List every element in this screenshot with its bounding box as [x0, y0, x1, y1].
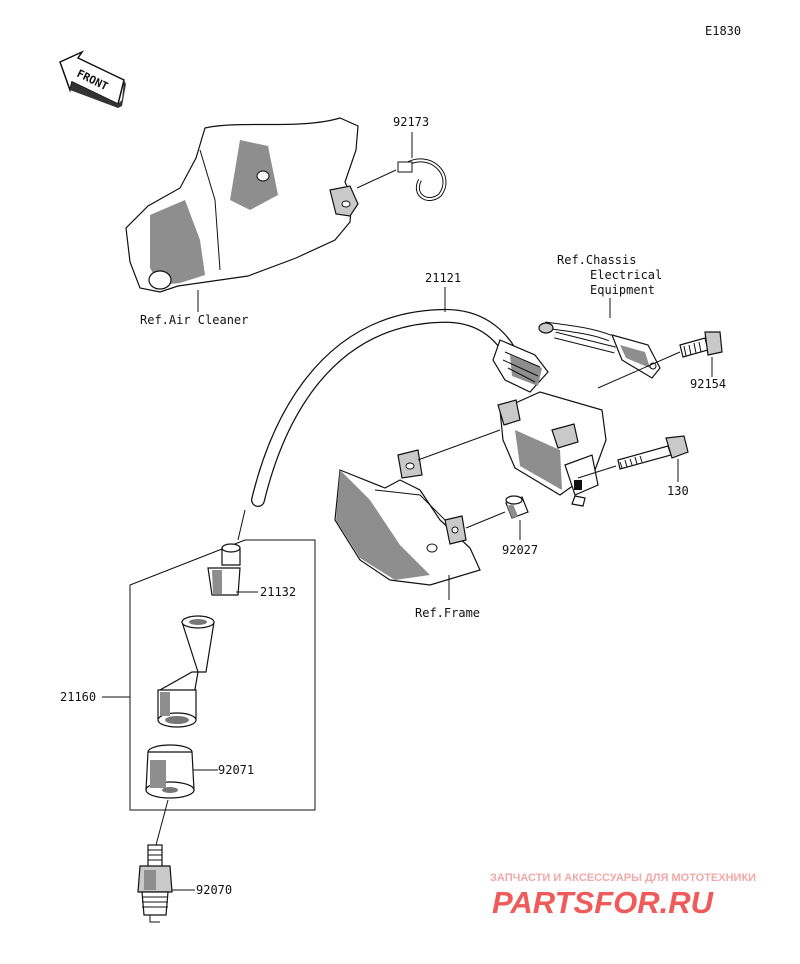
part-label-130: 130: [667, 484, 689, 498]
air-cleaner-part: [125, 117, 359, 293]
leader-plug: [155, 799, 169, 846]
ref-chassis-line3: Equipment: [590, 283, 655, 297]
spark-plug-part: [137, 844, 173, 923]
ignition-coil-part: [492, 339, 607, 507]
leader-frame-lower: [465, 511, 506, 529]
watermark-brand: PARTSFOR.RU: [492, 885, 715, 920]
bolt-130-part: [617, 435, 689, 470]
ref-air-cleaner: Ref.Air Cleaner: [140, 313, 248, 327]
plug-cap-part: [157, 615, 215, 728]
leader-bolt-long: [577, 465, 617, 479]
watermark-tagline: ЗАПЧАСТИ И АКСЕССУАРЫ ДЛЯ МОТОТЕХНИКИ: [490, 872, 756, 884]
front-arrow-icon: FRONT: [59, 50, 126, 108]
part-label-92070: 92070: [196, 883, 232, 897]
part-label-21160: 21160: [60, 690, 96, 704]
part-label-92027: 92027: [502, 543, 538, 557]
leader-cable-to-cap: [237, 509, 246, 541]
spacer-part: [505, 495, 529, 519]
leader-clamp: [356, 169, 397, 189]
leader-frame-upper: [417, 429, 501, 461]
part-label-92154: 92154: [690, 377, 726, 391]
leader-bolt-small: [597, 351, 681, 389]
part-label-21132: 21132: [260, 585, 296, 599]
clamp-part: [397, 158, 447, 201]
ref-chassis-line2: Electrical: [590, 268, 662, 282]
bolt-92154-part: [679, 331, 723, 358]
diagram-code: E1830: [705, 24, 741, 38]
part-label-92071: 92071: [218, 763, 254, 777]
assy-outline: [129, 539, 316, 811]
ref-frame: Ref.Frame: [415, 606, 480, 620]
plug-cover-part: [145, 744, 195, 799]
frame-bracket-part: [334, 449, 481, 586]
chassis-connector-part: [538, 321, 661, 379]
part-label-92173: 92173: [393, 115, 429, 129]
ref-chassis-line1: Ref.Chassis: [557, 253, 636, 267]
cap-part: [207, 543, 241, 596]
part-label-21121: 21121: [425, 271, 461, 285]
